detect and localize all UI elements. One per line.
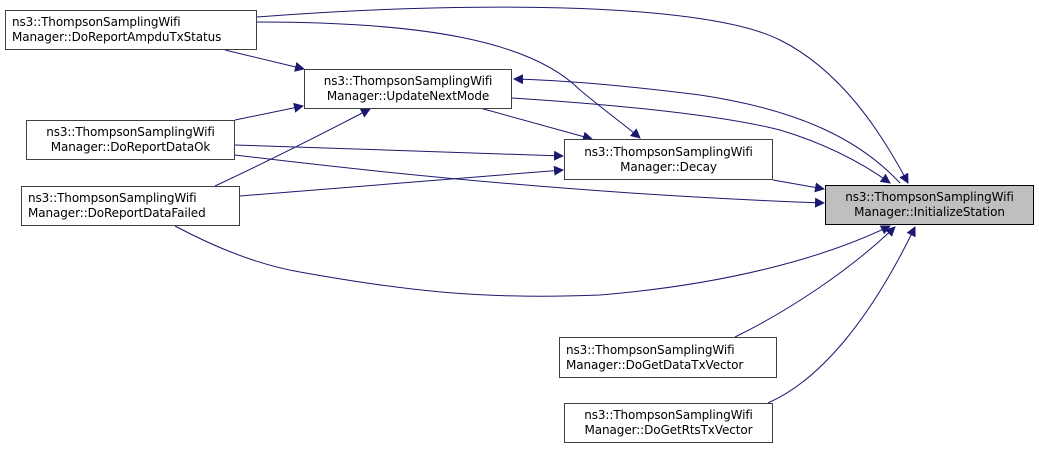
node-line2: Manager::UpdateNextMode (326, 89, 490, 103)
node-initialize-station[interactable]: ns3::ThompsonSamplingWifi Manager::Initi… (825, 185, 1034, 225)
node-line2: Manager::Decay (620, 159, 717, 174)
node-do-get-data-tx-vector[interactable]: ns3::ThompsonSamplingWifi Manager::DoGet… (559, 337, 777, 378)
node-line1: ns3::ThompsonSamplingWifi (584, 144, 753, 159)
node-decay[interactable]: ns3::ThompsonSamplingWifi Manager::Decay (564, 139, 773, 180)
edge-dataok-to-decay (234, 144, 564, 161)
node-do-get-rts-tx-vector[interactable]: ns3::ThompsonSamplingWifi Manager::DoGet… (564, 403, 773, 443)
node-line2: Manager::DoReportAmpduTxStatus (12, 30, 222, 44)
edge-datafailed-to-update (214, 108, 371, 187)
edge-datafailed-to-init (174, 225, 891, 297)
edge-getdata-to-init (734, 226, 896, 338)
node-line1: ns3::ThompsonSamplingWifi (323, 74, 493, 88)
edge-dataok-to-init (234, 154, 825, 208)
node-line2: Manager::DoGetDataTxVector (566, 357, 744, 372)
edge-update-to-init (511, 97, 891, 184)
node-do-report-data-failed[interactable]: ns3::ThompsonSamplingWifi Manager::DoRep… (21, 186, 240, 226)
edge-decay-to-init (772, 179, 825, 193)
node-line1: ns3::ThompsonSamplingWifi (584, 408, 753, 422)
node-line1: ns3::ThompsonSamplingWifi (28, 191, 197, 205)
node-line2: Manager::DoReportDataFailed (28, 206, 206, 220)
edge-init-to-update (513, 74, 901, 184)
node-line2: Manager::DoReportDataOk (50, 140, 211, 154)
node-update-next-mode[interactable]: ns3::ThompsonSamplingWifi Manager::Updat… (304, 69, 512, 109)
edge-ampdu-to-init (256, 6, 909, 184)
node-do-report-data-ok[interactable]: ns3::ThompsonSamplingWifi Manager::DoRep… (26, 120, 235, 160)
node-line2: Manager::DoGetRtsTxVector (584, 423, 753, 437)
node-do-report-ampdu-tx-status[interactable]: ns3::ThompsonSamplingWifi Manager::DoRep… (5, 10, 257, 50)
edge-ampdu-to-update (224, 49, 305, 72)
node-line1: ns3::ThompsonSamplingWifi (845, 190, 1014, 204)
node-line1: ns3::ThompsonSamplingWifi (46, 125, 215, 139)
node-line1: ns3::ThompsonSamplingWifi (566, 342, 735, 357)
edge-ampdu-to-decay (256, 21, 641, 139)
node-line1: ns3::ThompsonSamplingWifi (12, 15, 181, 29)
node-line2: Manager::InitializeStation (854, 205, 1005, 219)
edge-dataok-to-update (234, 102, 304, 121)
edge-getrts-to-init (767, 226, 916, 404)
edge-update-to-decay (479, 107, 593, 142)
edge-datafailed-to-decay (239, 165, 564, 197)
